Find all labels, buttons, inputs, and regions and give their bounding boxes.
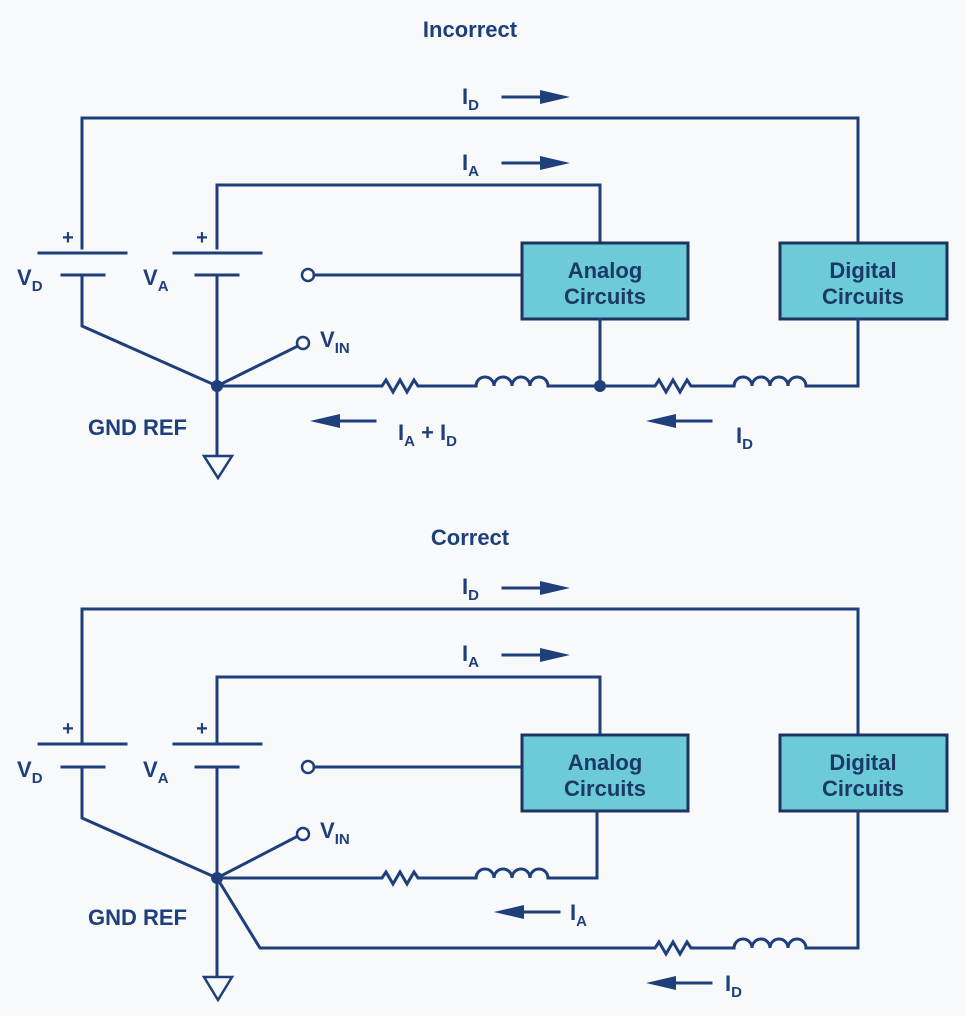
svg-text:+: +: [62, 718, 74, 740]
gnd-ref-label: GND REF: [88, 905, 187, 930]
digital-supply-wire: [80, 607, 860, 746]
arrow-right-icon: [501, 90, 570, 104]
current-label-top-id: ID: [462, 574, 479, 604]
analog-block-label-2: Circuits: [564, 776, 646, 801]
inductor-icon: [474, 809, 599, 880]
inductor-icon: [474, 375, 602, 388]
analog-circuits-block: [520, 241, 690, 321]
correct-diagram: Correct ID IA + VD + VA GND REF: [17, 525, 949, 1003]
vin-label: VIN: [320, 818, 350, 848]
ground-icon: [201, 454, 235, 481]
inductor-icon: [732, 317, 860, 388]
current-label-top-id: ID: [462, 84, 479, 114]
arrow-right-icon: [501, 156, 570, 170]
arrow-left-icon: [646, 976, 713, 990]
gnd-ref-label: GND REF: [88, 415, 187, 440]
current-label-ia-plus-id: IA + ID: [398, 420, 457, 450]
digital-ground-wire: [80, 273, 219, 388]
inductor-icon: [732, 809, 860, 950]
analog-block-label-2: Circuits: [564, 284, 646, 309]
svg-text:+: +: [196, 227, 208, 249]
resistor-icon: [215, 869, 478, 887]
digital-block-label-2: Circuits: [822, 776, 904, 801]
digital-circuits-block: [778, 733, 949, 813]
analog-supply-wire: [215, 183, 602, 250]
vin-terminal: [295, 335, 311, 351]
supply-label-va: VA: [143, 265, 169, 295]
current-label-return-id: ID: [736, 423, 753, 453]
resistor-icon: [214, 875, 736, 957]
ground-icon: [201, 975, 235, 1003]
digital-ground-wire: [80, 765, 219, 880]
arrow-left-icon: [310, 414, 377, 428]
analog-block-label-1: Analog: [568, 750, 643, 775]
current-label-return-ia: IA: [570, 900, 587, 930]
svg-text:+: +: [62, 227, 74, 249]
input-terminal: [300, 759, 316, 775]
resistor-icon: [215, 377, 478, 395]
analog-circuits-block: [520, 733, 690, 813]
ground-star-node: [211, 380, 223, 392]
supply-label-vd: VD: [17, 265, 43, 295]
correct-title: Correct: [431, 525, 510, 550]
arrow-left-icon: [646, 414, 713, 428]
input-terminal: [300, 267, 316, 283]
digital-block-label-1: Digital: [829, 258, 896, 283]
digital-circuits-block: [778, 241, 949, 321]
supply-label-vd: VD: [17, 757, 43, 787]
analog-supply-wire: [215, 675, 602, 746]
digital-block-label-1: Digital: [829, 750, 896, 775]
vin-wire: [214, 833, 301, 881]
arrow-left-icon: [494, 905, 561, 919]
vin-terminal: [295, 826, 311, 842]
supply-label-va: VA: [143, 757, 169, 787]
arrow-right-icon: [501, 581, 570, 595]
current-label-return-id: ID: [725, 971, 742, 1001]
incorrect-diagram: Incorrect ID IA + VD + VA: [17, 17, 949, 481]
arrow-right-icon: [501, 648, 570, 662]
analog-block-label-1: Analog: [568, 258, 643, 283]
digital-supply-wire: [80, 116, 860, 250]
current-label-top-ia: IA: [462, 150, 479, 180]
incorrect-title: Incorrect: [423, 17, 518, 42]
svg-text:+: +: [196, 718, 208, 740]
vin-wire: [214, 343, 301, 389]
resistor-icon: [598, 377, 736, 395]
digital-block-label-2: Circuits: [822, 284, 904, 309]
current-label-top-ia: IA: [462, 641, 479, 671]
vin-label: VIN: [320, 327, 350, 357]
